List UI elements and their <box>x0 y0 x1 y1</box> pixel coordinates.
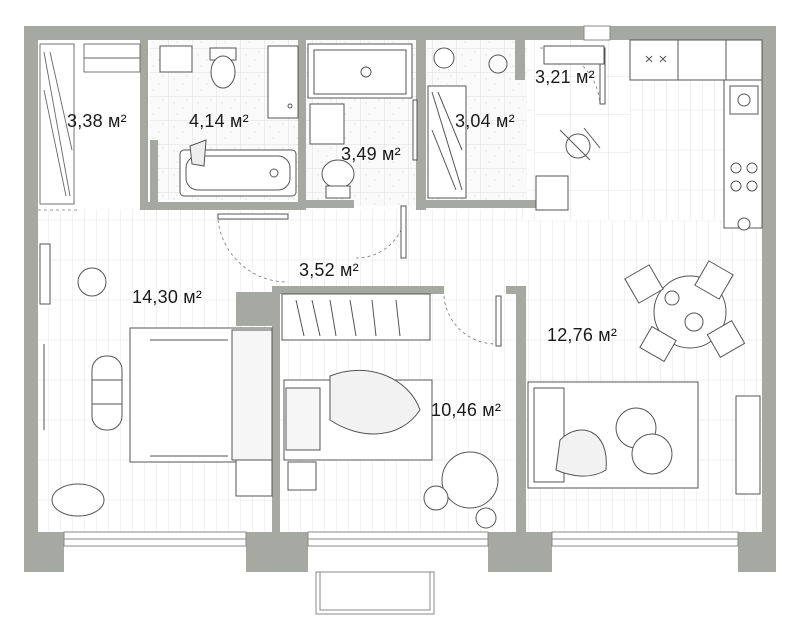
area-label-bedroom-small: 10,46 м² <box>431 400 502 420</box>
bedroom-large-furniture <box>39 243 273 517</box>
area-label-shower: 3,49 м² <box>341 144 401 164</box>
bathroom-fixtures <box>159 45 299 197</box>
area-label-kitchen-living: 12,76 м² <box>547 325 618 345</box>
storage-shelving <box>39 43 141 205</box>
wardrobe-fixtures <box>427 47 508 199</box>
area-label-entrance: 3,21 м² <box>535 67 595 87</box>
area-label-bathroom: 4,14 м² <box>189 111 249 131</box>
walls <box>24 26 776 572</box>
area-label-hallway: 3,52 м² <box>299 260 359 280</box>
bedroom-small-furniture <box>281 293 499 529</box>
door-leaves <box>217 47 606 347</box>
windows <box>63 25 739 615</box>
area-label-wardrobe: 3,04 м² <box>455 111 515 131</box>
shower-fixtures <box>307 43 413 199</box>
entrance-fixtures <box>535 45 605 211</box>
living-furniture <box>527 381 761 495</box>
area-label-bedroom-large: 14,30 м² <box>132 287 203 307</box>
kitchen-units <box>629 39 763 231</box>
dining-table <box>624 260 746 363</box>
area-label-storage: 3,38 м² <box>67 111 127 131</box>
